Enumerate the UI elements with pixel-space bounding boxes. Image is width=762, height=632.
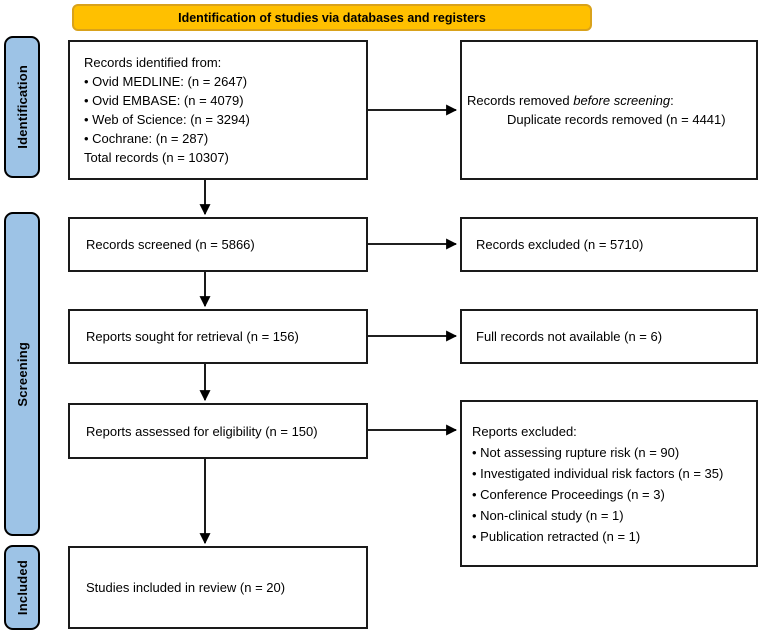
box-records-screened: Records screened (n = 5866) bbox=[68, 217, 368, 272]
reports-sought-label: Reports sought for retrieval (n = 156) bbox=[86, 329, 299, 344]
banner-identification-via-databases: Identification of studies via databases … bbox=[72, 4, 592, 31]
stage-screening-label: Screening bbox=[14, 341, 30, 407]
records-identified-bullets: • Ovid MEDLINE: (n = 2647) • Ovid EMBASE:… bbox=[84, 72, 360, 148]
stage-identification: Identification bbox=[4, 36, 40, 178]
reports-excluded-bullets: • Not assessing rupture risk (n = 90) • I… bbox=[472, 442, 752, 547]
bullet-item: • Non-clinical study (n = 1) bbox=[472, 507, 624, 523]
box-reports-excluded: Reports excluded: • Not assessing ruptur… bbox=[460, 400, 758, 567]
box-reports-sought: Reports sought for retrieval (n = 156) bbox=[68, 309, 368, 364]
records-identified-title: Records identified from: bbox=[84, 55, 222, 70]
box-full-records-not-available: Full records not available (n = 6) bbox=[460, 309, 758, 364]
box-records-excluded: Records excluded (n = 5710) bbox=[460, 217, 758, 272]
studies-included-label: Studies included in review (n = 20) bbox=[86, 580, 286, 595]
records-removed-italic: before screening bbox=[573, 93, 671, 108]
records-removed-suffix: : bbox=[670, 93, 674, 108]
stage-identification-label: Identification bbox=[14, 65, 30, 149]
box-studies-included: Studies included in review (n = 20) bbox=[68, 546, 368, 629]
records-removed-line1: Records removed before screening: bbox=[467, 91, 752, 110]
records-identified-total: Total records (n = 10307) bbox=[84, 150, 229, 165]
box-records-identified: Records identified from: • Ovid MEDLINE:… bbox=[68, 40, 368, 180]
reports-excluded-title: Reports excluded: bbox=[472, 423, 577, 439]
records-screened-label: Records screened (n = 5866) bbox=[86, 237, 255, 252]
stage-screening: Screening bbox=[4, 212, 40, 536]
records-removed-line2: Duplicate records removed (n = 4441) bbox=[507, 112, 726, 127]
bullet-item: • Investigated individual risk factors (… bbox=[472, 465, 724, 481]
bullet-item: • Cochrane: (n = 287) bbox=[84, 131, 209, 146]
reports-assessed-label: Reports assessed for eligibility (n = 15… bbox=[86, 423, 318, 439]
records-removed-prefix: Records removed bbox=[467, 93, 574, 108]
records-excluded-label: Records excluded (n = 5710) bbox=[476, 237, 644, 252]
banner-label: Identification of studies via databases … bbox=[178, 10, 486, 25]
bullet-item: • Conference Proceedings (n = 3) bbox=[472, 486, 665, 502]
box-records-removed: Records removed before screening: Duplic… bbox=[460, 40, 758, 180]
full-records-not-available-label: Full records not available (n = 6) bbox=[476, 329, 663, 344]
bullet-item: • Ovid MEDLINE: (n = 2647) bbox=[84, 74, 248, 89]
bullet-item: • Web of Science: (n = 3294) bbox=[84, 112, 250, 127]
bullet-item: • Ovid EMBASE: (n = 4079) bbox=[84, 93, 244, 108]
bullet-item: • Publication retracted (n = 1) bbox=[472, 528, 641, 544]
stage-included: Included bbox=[4, 545, 40, 630]
stage-included-label: Included bbox=[14, 559, 30, 616]
bullet-item: • Not assessing rupture risk (n = 90) bbox=[472, 444, 680, 460]
box-reports-assessed: Reports assessed for eligibility (n = 15… bbox=[68, 403, 368, 459]
